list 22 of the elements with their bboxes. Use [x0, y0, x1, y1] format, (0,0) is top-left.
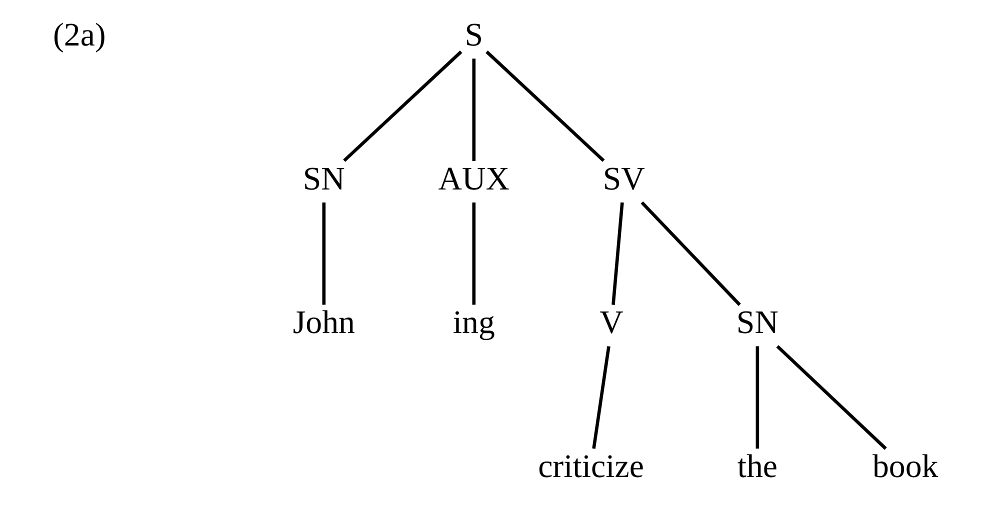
node-text: AUX [438, 160, 509, 197]
node-text: SN [302, 160, 344, 197]
node-text: criticize [538, 448, 644, 485]
label: (2a) [52, 17, 106, 54]
connector [472, 58, 476, 160]
node-text: S [464, 17, 483, 54]
connector [755, 346, 759, 448]
node-text: V [599, 304, 623, 341]
node-text: book [872, 448, 938, 485]
connector [342, 50, 462, 162]
node-text: ing [452, 304, 494, 341]
connector [592, 346, 610, 448]
connector [485, 50, 604, 162]
connector [322, 202, 326, 304]
connector [776, 344, 886, 450]
node-text: SN [736, 304, 778, 341]
connector [640, 200, 740, 306]
node-text: the [736, 448, 778, 485]
node-text: SV [602, 160, 644, 197]
node-text: John [292, 304, 354, 341]
connector [611, 202, 624, 304]
connector [472, 202, 476, 304]
